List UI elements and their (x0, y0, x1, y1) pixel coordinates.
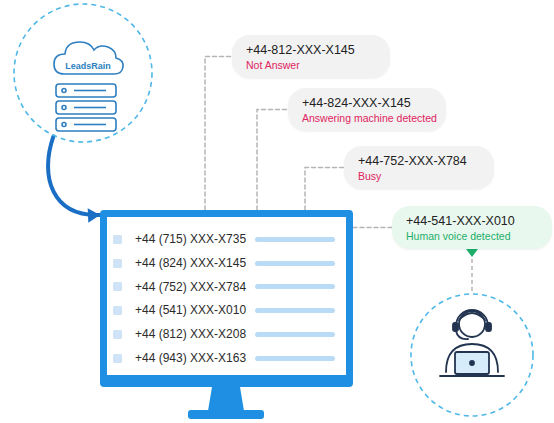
arrow-head (88, 208, 100, 222)
call-status: Human voice detected (406, 229, 542, 243)
phone-number: +44-541-XXX-X010 (406, 213, 542, 229)
call-status: Not Answer (246, 58, 380, 72)
dashed-connector (305, 168, 344, 211)
server-stack (56, 84, 116, 131)
leader-line (471, 252, 473, 293)
phone-number: +44 (943) XXX-X163 (135, 350, 246, 366)
agent-figure (440, 310, 504, 376)
pointer-marker (466, 249, 478, 257)
status-callout: +44-752-XXX-X784Busy (344, 146, 494, 189)
phone-number: +44 (752) XXX-X784 (135, 279, 246, 295)
monitor-base (188, 410, 264, 419)
status-callout: +44-541-XXX-X010Human voice detected (392, 206, 552, 249)
cloud-logo (54, 42, 123, 74)
phone-number: +44 (812) XXX-X208 (135, 326, 246, 342)
dashed-circle (14, 4, 152, 142)
monitor-screen: +44 (715) XXX-X735 +44 (824) XXX-X145 +44 … (100, 210, 353, 387)
phone-number: +44 (715) XXX-X735 (135, 231, 246, 247)
server-circle: LeadsRain (13, 3, 153, 143)
agent-circle (411, 294, 533, 416)
brand-name: LeadsRain (53, 61, 123, 72)
connector-line (205, 57, 232, 211)
phone-number: +44-824-XXX-X145 (302, 95, 436, 111)
call-status: Busy (358, 169, 484, 183)
call-status: Answering machine detected (302, 111, 436, 125)
dashed-connector (353, 227, 392, 228)
phone-number: +44 (824) XXX-X145 (135, 255, 246, 271)
phone-number: +44-812-XXX-X145 (246, 42, 380, 58)
connector-line (48, 136, 100, 215)
flow-arrow (48, 136, 100, 222)
connector-line (353, 227, 392, 229)
monitor-stand (208, 387, 244, 411)
status-callout: +44-812-XXX-X145Not Answer (232, 35, 390, 78)
connector-line (257, 110, 288, 211)
circle-outline (13, 3, 153, 143)
phone-number: +44-752-XXX-X784 (358, 153, 484, 169)
dashed-connector (205, 57, 232, 211)
dashed-connector (257, 110, 288, 211)
status-callout: +44-824-XXX-X145Answering machine detect… (288, 88, 446, 131)
phone-number: +44 (541) XXX-X010 (135, 302, 246, 318)
connector-line (305, 168, 344, 211)
